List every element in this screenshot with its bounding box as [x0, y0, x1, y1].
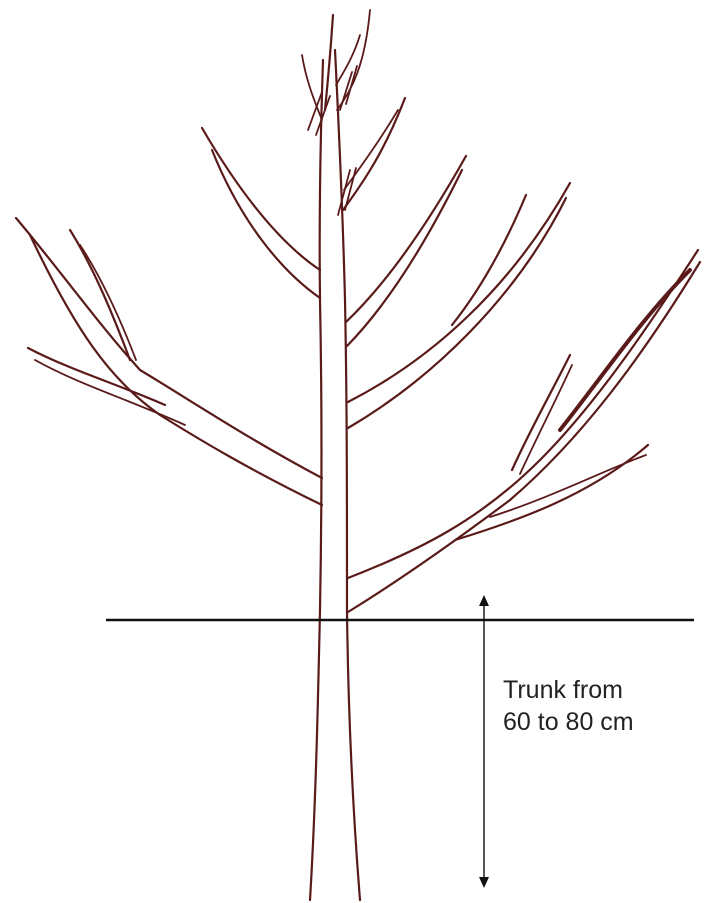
leader-tip: [325, 15, 333, 110]
branch-upper-right-small-inner: [344, 110, 398, 190]
branch-lower-right-sub-lower: [455, 445, 648, 540]
branch-left-main-lower: [30, 235, 322, 505]
arrow-head-top: [479, 595, 489, 606]
trunk-height-arrow: [479, 595, 489, 888]
branch-lower-right-sub-upper-inner: [520, 365, 572, 474]
trunk-height-label: Trunk from 60 to 80 cm: [503, 674, 634, 738]
branch-lower-right-thick: [560, 270, 690, 430]
branch-right-long: [348, 183, 570, 402]
trunk-height-label-line1: Trunk from: [503, 674, 634, 706]
branch-lower-right-main: [348, 250, 698, 578]
branch-left-sub-lower: [28, 348, 165, 405]
tree: [16, 10, 700, 900]
branch-upper-left-inner: [212, 150, 320, 298]
branch-lower-right-sub-upper: [512, 355, 570, 470]
trunk-height-label-line2: 60 to 80 cm: [503, 706, 634, 738]
arrow-head-bottom: [479, 877, 489, 888]
trunk-left-edge: [310, 60, 323, 900]
branch-upper-left: [202, 128, 320, 270]
tip-twig-left: [302, 55, 322, 120]
branch-right-long-sub: [452, 195, 526, 325]
tip-twig-right: [337, 10, 370, 110]
branch-right-mid-high-inner: [347, 170, 462, 346]
branch-right-long-inner: [348, 198, 566, 428]
